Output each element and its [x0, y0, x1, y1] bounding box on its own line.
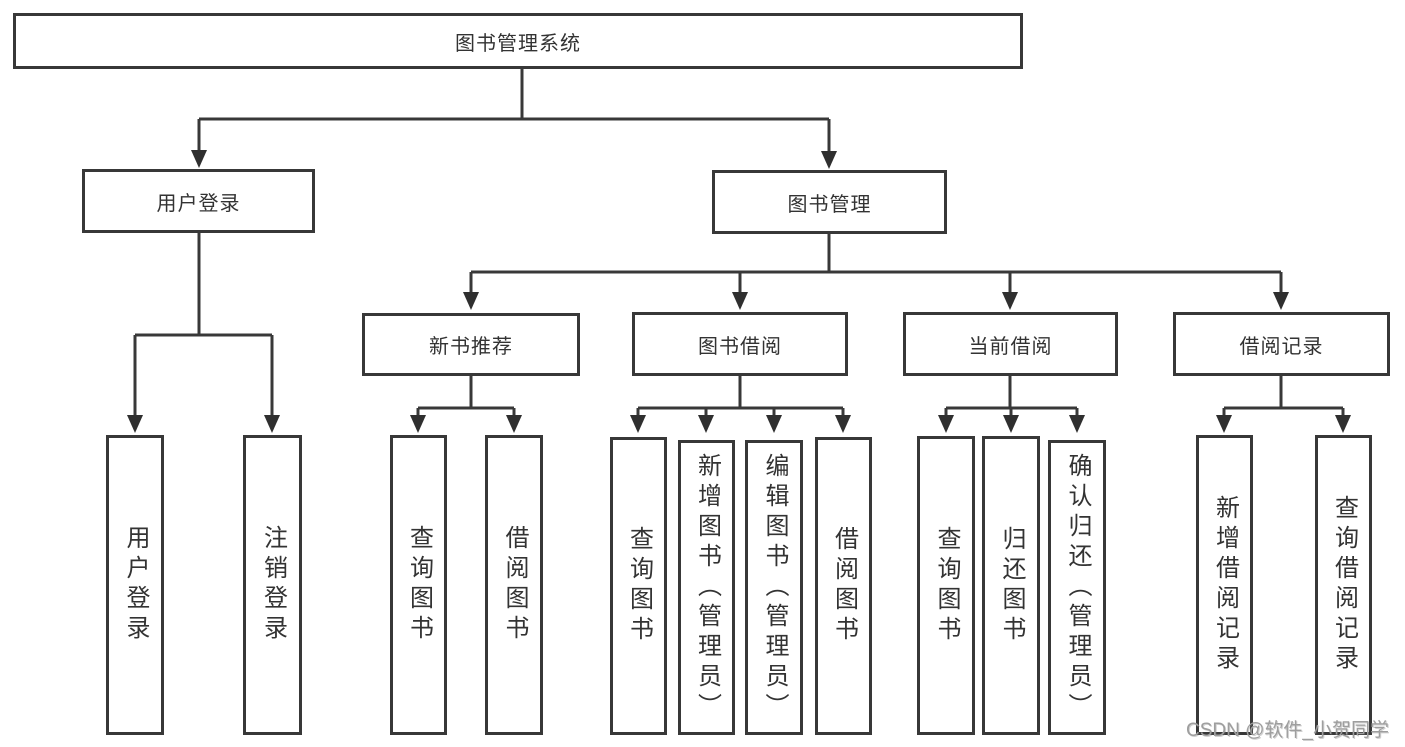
node-label: 借阅图书	[501, 525, 528, 645]
node-label: 新增图书（管理员）	[693, 452, 721, 723]
node-book-borrow: 图书借阅	[632, 312, 848, 376]
node-newrec-borrow-books: 借阅图书	[485, 435, 543, 735]
node-borrow-edit-books: 编辑图书（管理员）	[745, 440, 803, 735]
node-current-return-books: 归还图书	[982, 436, 1040, 735]
node-borrow-query-books: 查询图书	[610, 437, 667, 735]
node-label: 查询图书	[933, 525, 960, 646]
node-logout-leaf: 注销登录	[243, 435, 302, 735]
node-current-confirm-return: 确认归还（管理员）	[1048, 440, 1106, 735]
node-current-query-books: 查询图书	[917, 436, 975, 735]
node-newrec-query-books: 查询图书	[390, 435, 447, 735]
node-user-login: 用户登录	[82, 169, 315, 233]
node-label: 用户登录	[156, 192, 241, 215]
node-current-borrow: 当前借阅	[903, 312, 1118, 376]
node-label: 图书借阅	[698, 335, 782, 358]
node-label: 新书推荐	[429, 336, 513, 358]
node-label: 用户登录	[122, 525, 149, 645]
arrowhead-icons	[127, 150, 1351, 433]
node-label: 注销登录	[259, 525, 287, 645]
node-label: 归还图书	[998, 525, 1025, 646]
node-label: 借阅记录	[1239, 335, 1324, 358]
node-label: 查询图书	[405, 525, 433, 645]
node-label: 图书管理	[787, 193, 872, 216]
node-borrow-borrow-books: 借阅图书	[815, 437, 872, 735]
node-library-system-root: 图书管理系统	[13, 13, 1023, 69]
node-new-book-recommend: 新书推荐	[362, 313, 580, 376]
watermark: CSDN @软件_小贺同学	[1186, 720, 1389, 741]
node-label: 查询借阅记录	[1330, 495, 1358, 675]
node-label: 借阅图书	[830, 526, 858, 646]
node-label: 确认归还（管理员）	[1064, 452, 1091, 723]
node-label: 当前借阅	[968, 335, 1053, 358]
node-book-management: 图书管理	[712, 170, 947, 234]
node-label: 新增借阅记录	[1211, 495, 1239, 675]
node-user-login-leaf: 用户登录	[106, 435, 164, 735]
node-label: 图书管理系统	[455, 32, 581, 55]
node-records-add-record: 新增借阅记录	[1196, 435, 1253, 735]
node-borrow-records: 借阅记录	[1173, 312, 1390, 376]
node-label: 编辑图书（管理员）	[761, 452, 788, 723]
node-borrow-add-books: 新增图书（管理员）	[678, 440, 735, 735]
node-records-query-record: 查询借阅记录	[1315, 435, 1372, 735]
node-label: 查询图书	[625, 526, 653, 646]
